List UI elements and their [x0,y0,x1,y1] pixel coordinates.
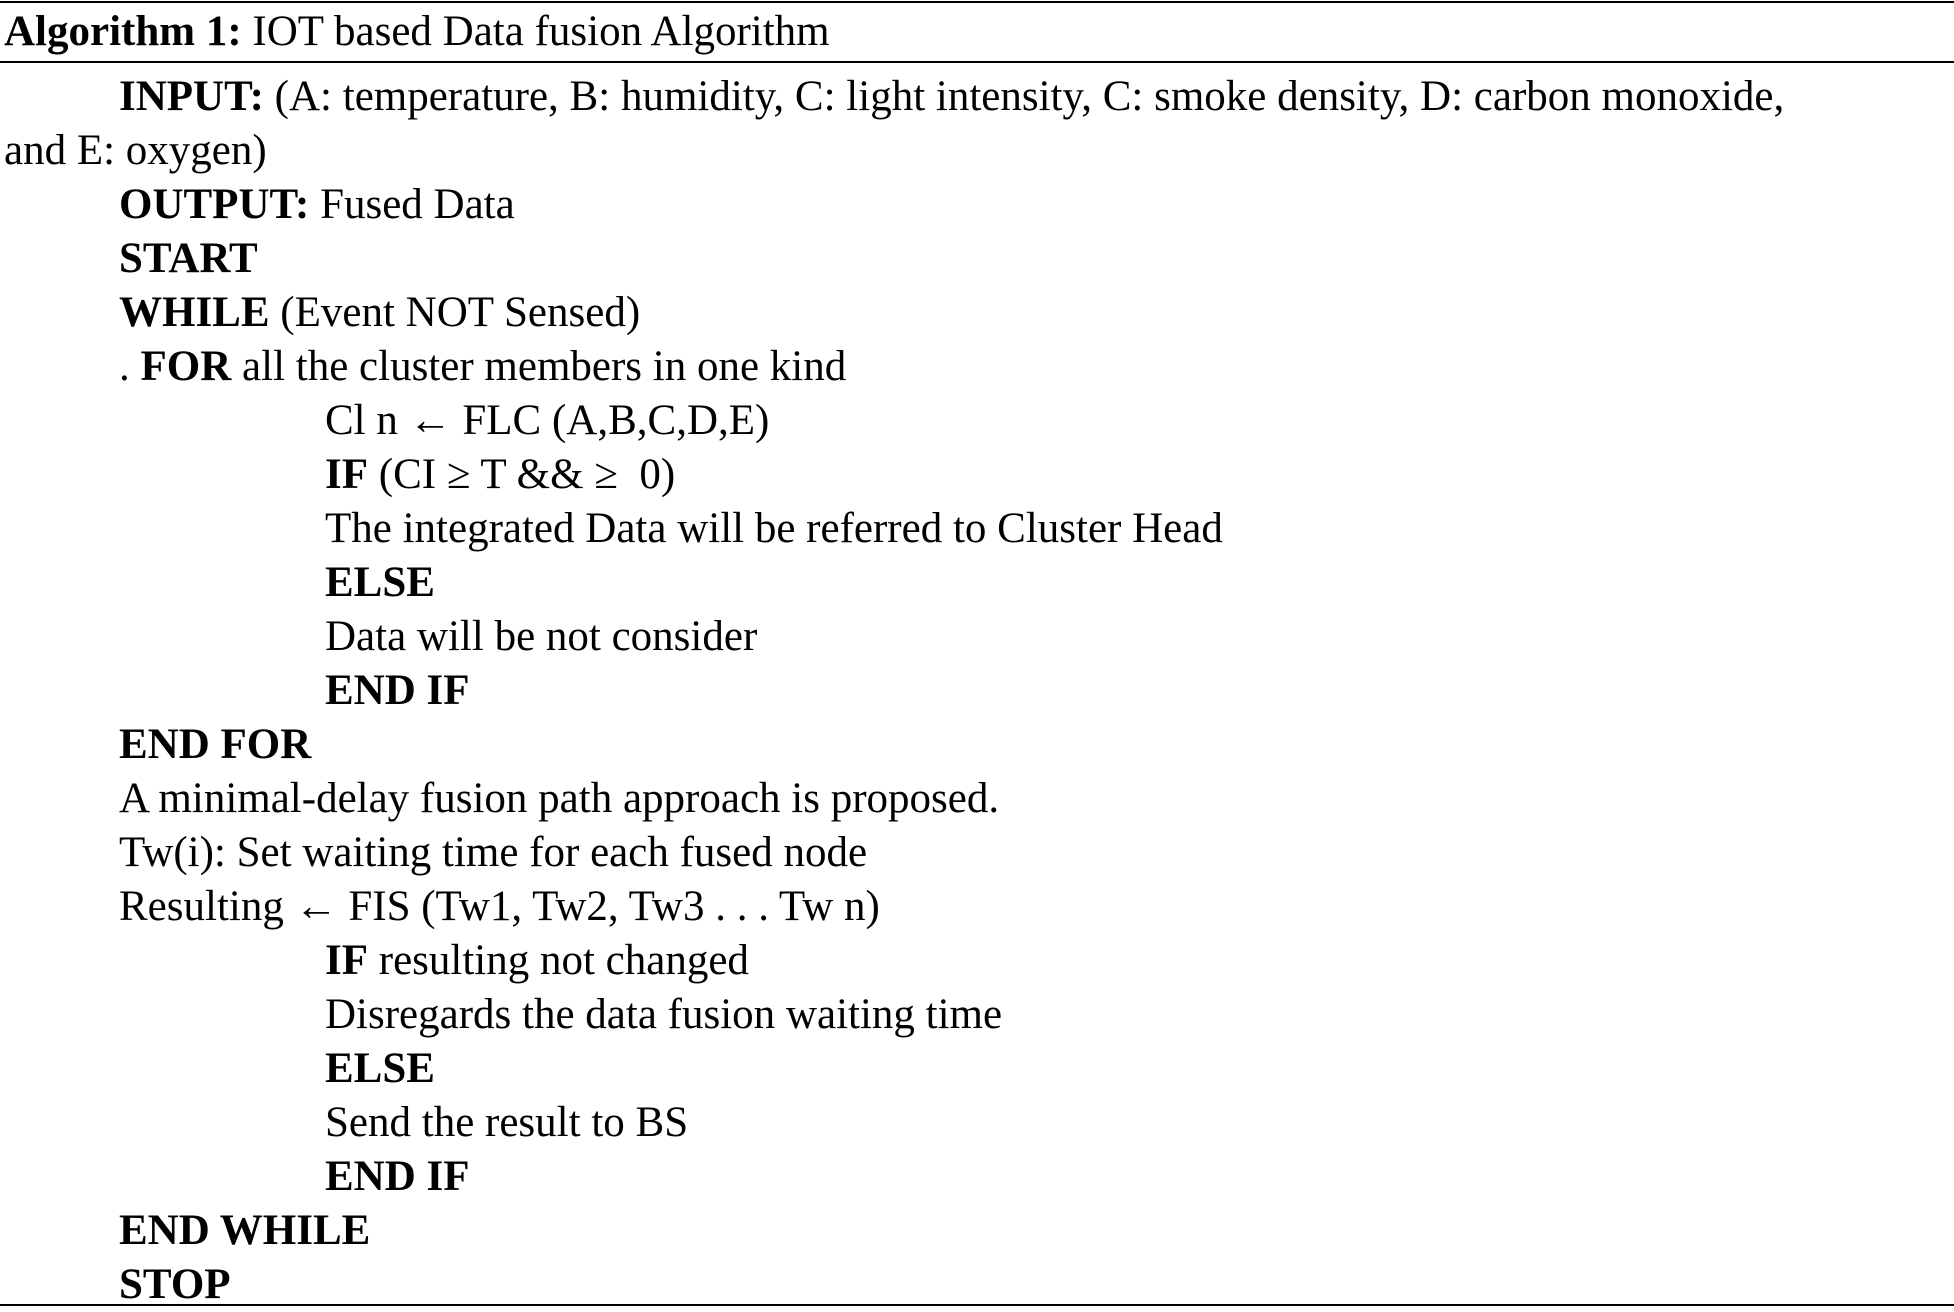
line-keyword: END WHILE [119,1207,371,1254]
header-rule [0,61,1954,63]
top-rule [0,1,1954,3]
line-keyword: START [119,235,258,282]
line-text: Send the result to BS [325,1099,689,1146]
line-text: Disregards the data fusion waiting time [325,991,1003,1038]
line-text: (A: temperature, B: humidity, C: light i… [263,73,1785,120]
bottom-rule [0,1304,1954,1306]
algorithm-line: START [0,232,1954,286]
line-prefix: . [119,343,141,390]
line-keyword: END FOR [119,721,312,768]
algorithm-line: END WHILE [0,1204,1954,1258]
line-text: all the cluster members in one kind [231,343,847,390]
line-text: and E: oxygen) [4,127,267,174]
line-keyword: END IF [325,667,470,714]
algorithm-line: A minimal-delay fusion path approach is … [0,772,1954,826]
algorithm-line: Disregards the data fusion waiting time [0,988,1954,1042]
algorithm-line: ELSE [0,1042,1954,1096]
line-text: Fused Data [309,181,515,228]
line-keyword: END IF [325,1153,470,1200]
line-keyword: INPUT: [119,73,264,120]
algorithm-line: IF (CI ≥ T && ≥ 0) [0,448,1954,502]
line-keyword: STOP [119,1261,231,1308]
line-text: Cl n ← FLC (A,B,C,D,E) [325,397,770,444]
algorithm-line: END IF [0,1150,1954,1204]
algorithm-body: INPUT: (A: temperature, B: humidity, C: … [0,70,1954,1312]
algorithm-line: . FOR all the cluster members in one kin… [0,340,1954,394]
algorithm-line: Resulting ← FIS (Tw1, Tw2, Tw3 . . . Tw … [0,880,1954,934]
line-keyword: FOR [140,343,232,390]
line-text: A minimal-delay fusion path approach is … [119,775,1000,822]
line-text: (CI ≥ T && ≥ 0) [368,451,676,498]
algorithm-line: Data will be not consider [0,610,1954,664]
line-keyword: ELSE [325,1045,435,1092]
line-text: (Event NOT Sensed) [269,289,641,336]
algorithm-line: ELSE [0,556,1954,610]
line-keyword: WHILE [119,289,270,336]
algorithm-title-text: IOT based Data fusion Algorithm [252,8,830,55]
line-text: resulting not changed [368,937,749,984]
algorithm-line: Cl n ← FLC (A,B,C,D,E) [0,394,1954,448]
algorithm-line: INPUT: (A: temperature, B: humidity, C: … [0,70,1954,124]
line-keyword: ELSE [325,559,435,606]
line-text: Data will be not consider [325,613,758,660]
line-keyword: IF [325,451,368,498]
line-text: Tw(i): Set waiting time for each fused n… [119,829,868,876]
algorithm-line: END IF [0,664,1954,718]
algorithm-line: END FOR [0,718,1954,772]
algorithm-title-label: Algorithm 1: [4,8,242,55]
line-text: The integrated Data will be referred to … [325,505,1223,552]
line-keyword: IF [325,937,368,984]
algorithm-line: Tw(i): Set waiting time for each fused n… [0,826,1954,880]
algorithm-line: WHILE (Event NOT Sensed) [0,286,1954,340]
algorithm-line: The integrated Data will be referred to … [0,502,1954,556]
algorithm-line: Send the result to BS [0,1096,1954,1150]
algorithm-line: STOP [0,1258,1954,1312]
algorithm-line: IF resulting not changed [0,934,1954,988]
line-text: Resulting ← FIS (Tw1, Tw2, Tw3 . . . Tw … [119,883,880,930]
algorithm-line: OUTPUT: Fused Data [0,178,1954,232]
algorithm-line: and E: oxygen) [0,124,1954,178]
algorithm-title: Algorithm 1: IOT based Data fusion Algor… [4,6,830,58]
line-keyword: OUTPUT: [119,181,310,228]
